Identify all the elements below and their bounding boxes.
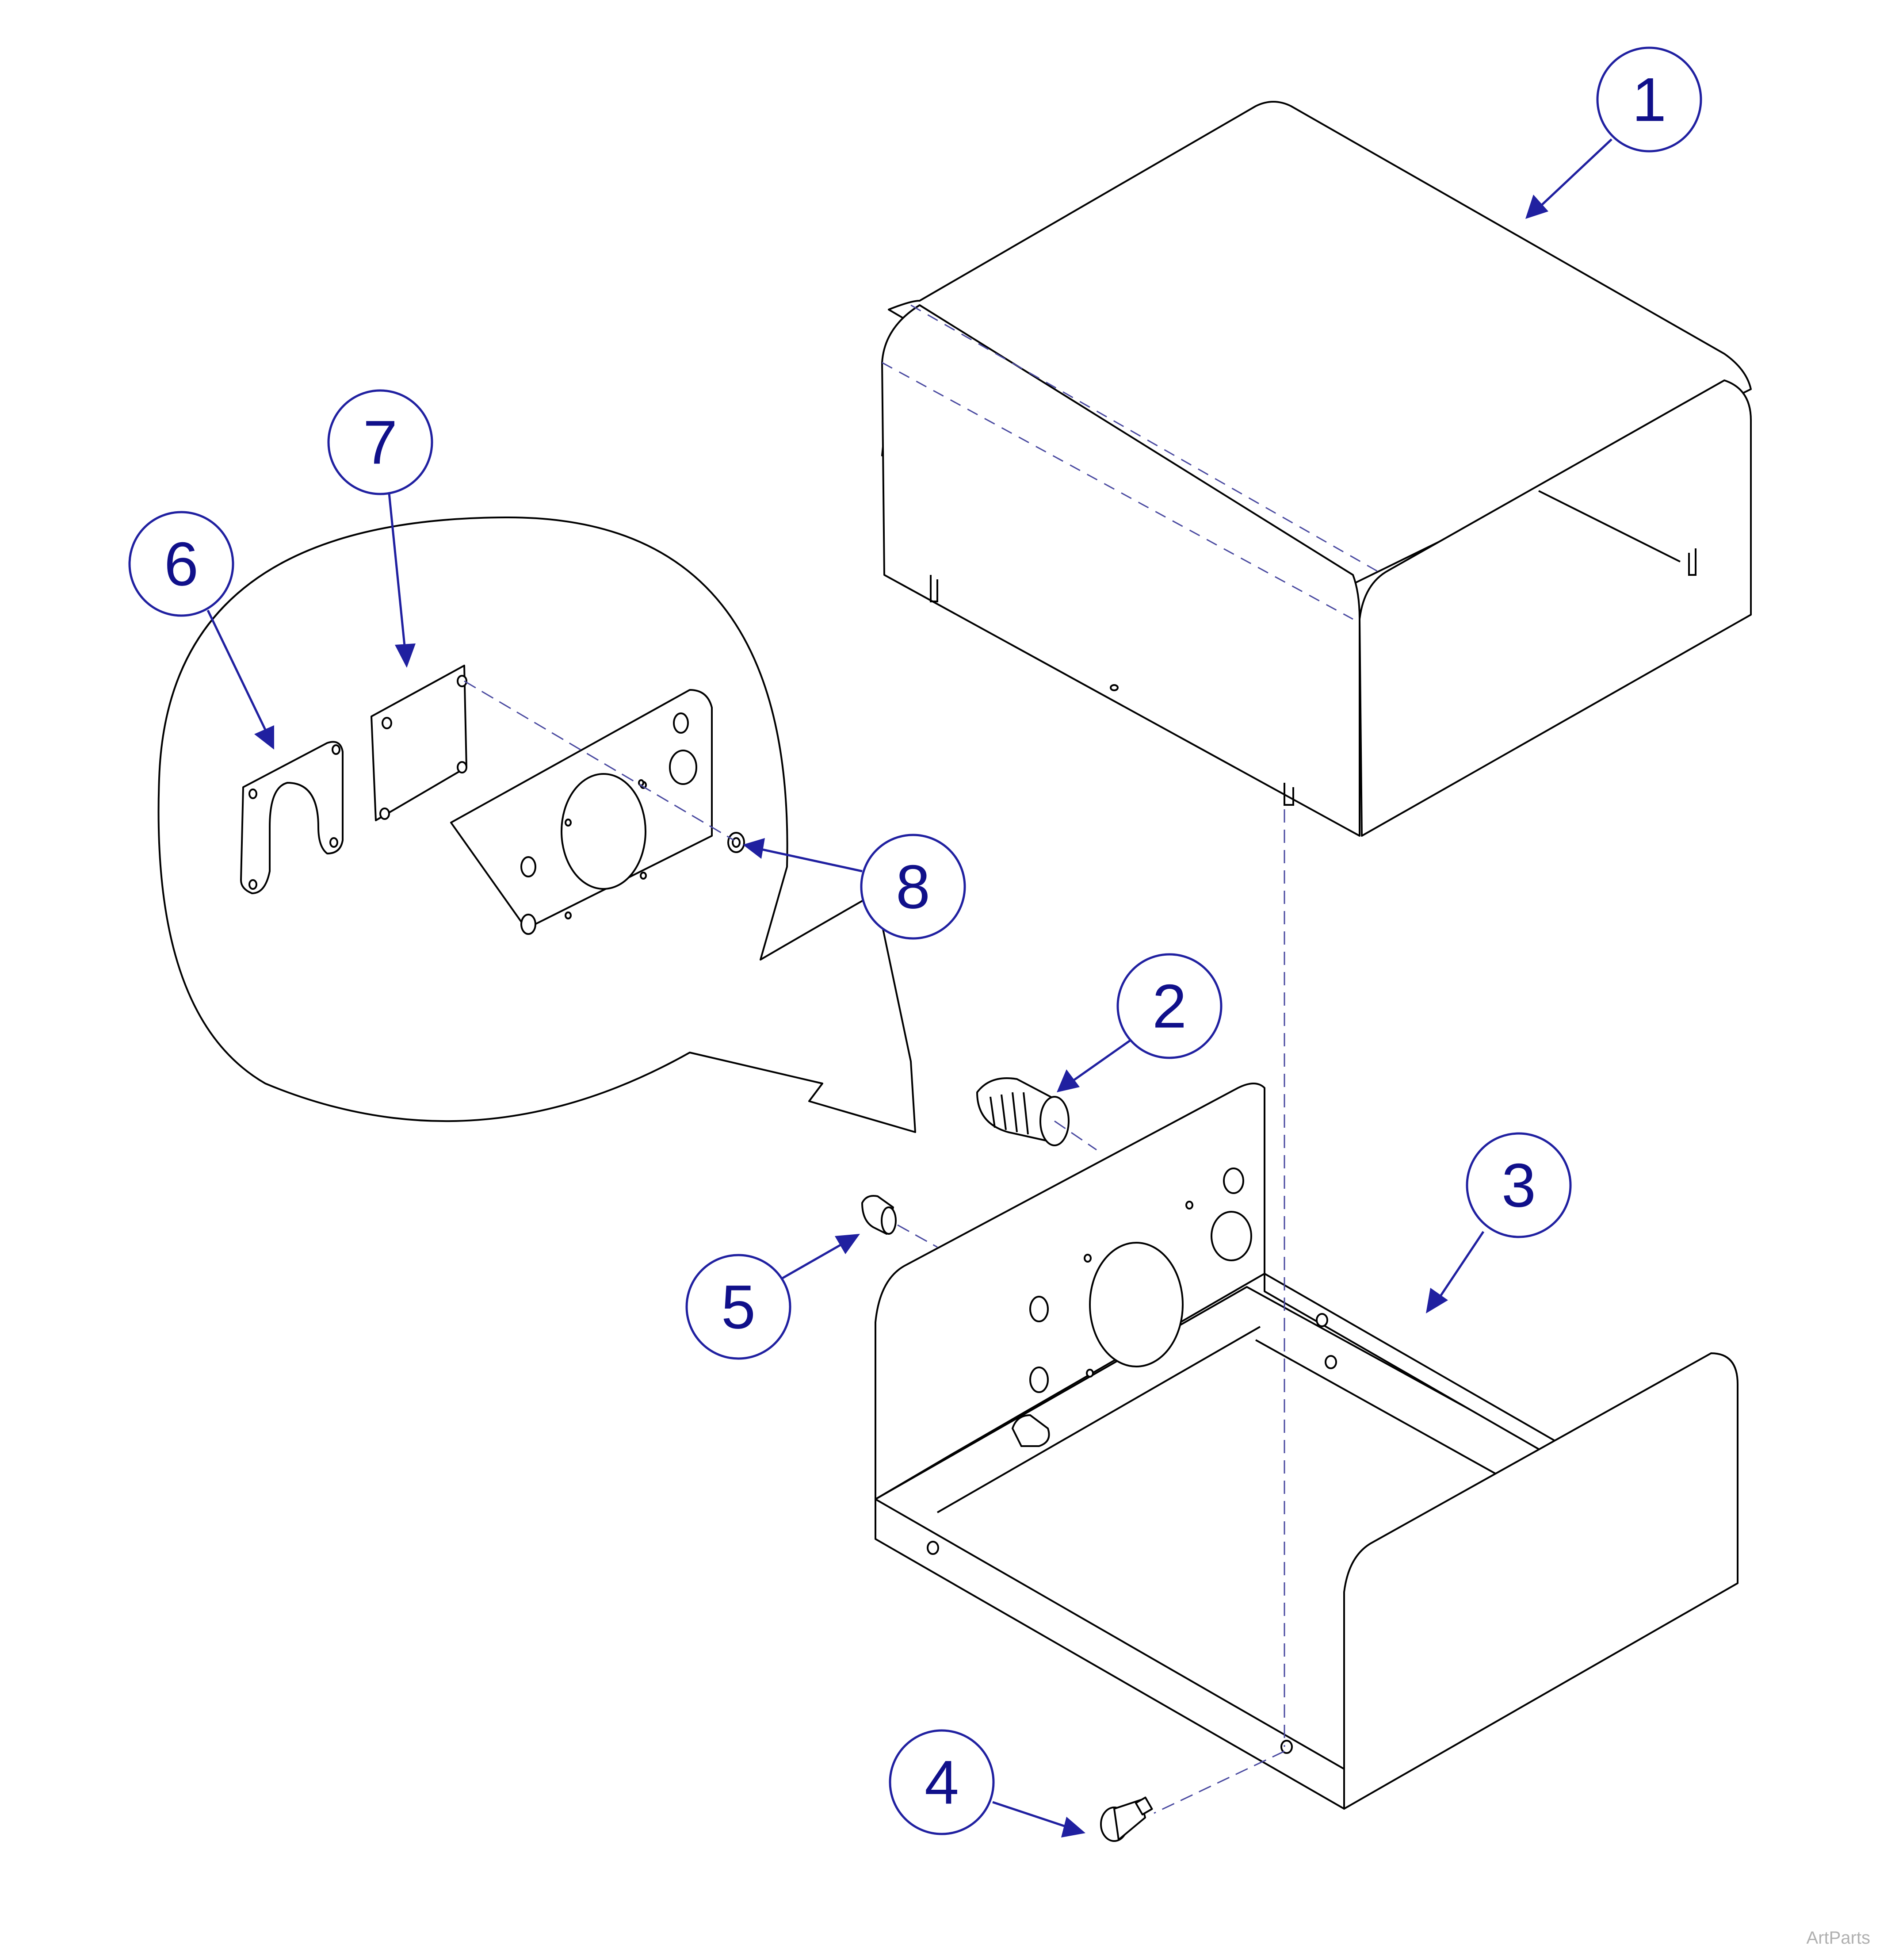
base-pan-part xyxy=(875,1083,1739,1810)
detail-bubble xyxy=(157,517,916,1133)
small-bushing-part xyxy=(861,1195,897,1235)
top-cover-part xyxy=(881,101,1752,837)
callout-3-number: 3 xyxy=(1502,1151,1536,1220)
assembly-lines xyxy=(464,680,1285,1814)
watermark-text: ArtParts xyxy=(1807,1928,1870,1948)
callout-4-number: 4 xyxy=(925,1748,959,1817)
callout-2: 2 xyxy=(1057,953,1223,1092)
callout-7: 7 xyxy=(327,389,433,668)
thumb-screw-part xyxy=(1100,1796,1153,1842)
callout-2-number: 2 xyxy=(1152,972,1187,1041)
callout-1-number: 1 xyxy=(1632,65,1666,134)
callout-4: 4 xyxy=(889,1729,1085,1838)
callout-7-number: 7 xyxy=(363,408,397,477)
callout-3: 3 xyxy=(1426,1132,1572,1313)
bushing-part xyxy=(976,1077,1070,1146)
callout-8-number: 8 xyxy=(896,852,930,922)
callout-5: 5 xyxy=(685,1234,860,1360)
callout-6: 6 xyxy=(128,511,274,750)
callout-5-number: 5 xyxy=(721,1272,756,1342)
callout-6-number: 6 xyxy=(164,529,199,599)
callout-1: 1 xyxy=(1525,46,1702,219)
callout-8: 8 xyxy=(743,834,966,940)
